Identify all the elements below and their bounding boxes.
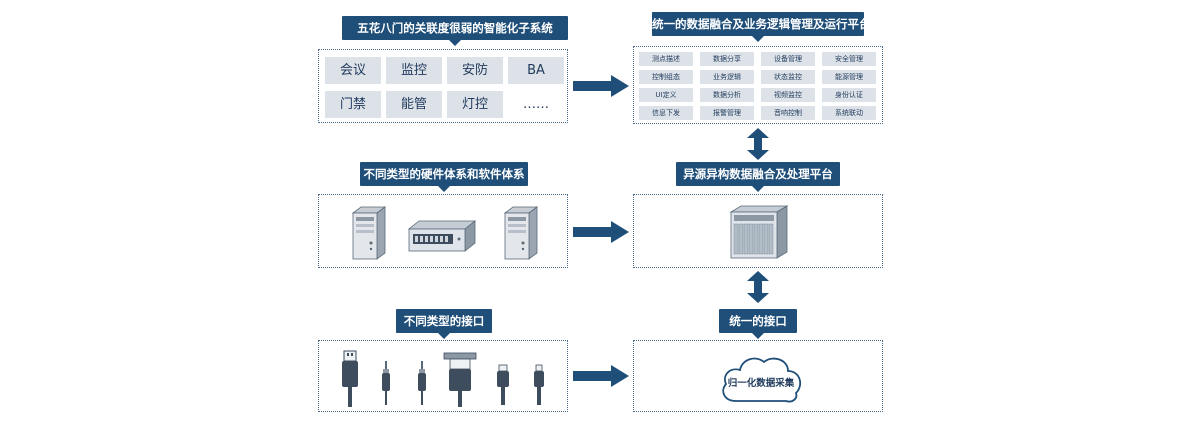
subsystems-panel: 会议 监控 安防 BA 门禁 能管 灯控 …… bbox=[318, 49, 568, 123]
title-subsystems: 五花八门的关联度很弱的智能化子系统 bbox=[342, 16, 568, 46]
vga-connector-icon bbox=[443, 352, 477, 407]
module-video-monitor: 视频监控 bbox=[761, 88, 815, 102]
module-alarm-mgmt: 报警管理 bbox=[700, 106, 754, 120]
arrow-right-icon bbox=[573, 75, 629, 97]
tile-ba: BA bbox=[508, 57, 564, 84]
module-identity-auth: 身份认证 bbox=[822, 88, 876, 102]
tower-server-icon bbox=[351, 206, 387, 260]
arrow-right-icon bbox=[573, 365, 629, 387]
double-arrow-vertical-icon bbox=[747, 128, 769, 160]
tile-ellipsis: …… bbox=[523, 97, 549, 112]
module-business-logic: 业务逻辑 bbox=[700, 70, 754, 84]
hardware-panel bbox=[318, 194, 568, 268]
micro-usb-connector-icon bbox=[534, 364, 544, 405]
module-status-monitor: 状态监控 bbox=[761, 70, 815, 84]
module-control-config: 控制组态 bbox=[639, 70, 693, 84]
tile-access-control: 门禁 bbox=[325, 91, 381, 118]
module-data-analysis: 数据分析 bbox=[700, 88, 754, 102]
module-info-dispatch: 信息下发 bbox=[639, 106, 693, 120]
interfaces-panel bbox=[318, 340, 568, 412]
arrow-right-icon bbox=[573, 221, 629, 243]
module-energy-mgmt: 能源管理 bbox=[822, 70, 876, 84]
module-device-mgmt: 设备管理 bbox=[761, 52, 815, 66]
blade-server-icon bbox=[729, 205, 789, 259]
tile-monitoring: 监控 bbox=[386, 57, 442, 84]
audio-jack-icon bbox=[418, 361, 426, 405]
mini-usb-connector-icon bbox=[497, 364, 509, 405]
tile-energy: 能管 bbox=[386, 91, 442, 118]
tile-security: 安防 bbox=[447, 57, 503, 84]
module-audio-control: 音响控制 bbox=[761, 106, 815, 120]
cloud-label: 归一化数据采集 bbox=[727, 378, 795, 389]
double-arrow-vertical-icon bbox=[747, 271, 769, 303]
usb-connector-icon bbox=[342, 350, 358, 407]
platform-panel: 测点描述 数据分享 设备管理 安全管理 控制组态 业务逻辑 状态监控 能源管理 … bbox=[633, 46, 883, 124]
title-various-interfaces: 不同类型的接口 bbox=[396, 309, 492, 339]
audio-jack-icon bbox=[382, 361, 390, 405]
title-unified-platform: 统一的数据融合及业务逻辑管理及运行平台 bbox=[652, 12, 871, 42]
tile-meeting: 会议 bbox=[325, 57, 381, 84]
module-system-linkage: 系统联动 bbox=[822, 106, 876, 120]
cloud-icon bbox=[722, 357, 802, 403]
title-unified-interface: 统一的接口 bbox=[719, 309, 797, 339]
title-heterogeneous-platform: 异源异构数据融合及处理平台 bbox=[676, 162, 840, 192]
tile-lighting: 灯控 bbox=[447, 91, 503, 118]
unified-interface-panel: 归一化数据采集 bbox=[633, 340, 883, 412]
module-safety-mgmt: 安全管理 bbox=[822, 52, 876, 66]
module-point-desc: 测点描述 bbox=[639, 52, 693, 66]
module-ui-define: UI定义 bbox=[639, 88, 693, 102]
title-hardware-software: 不同类型的硬件体系和软件体系 bbox=[360, 162, 528, 192]
fusion-panel bbox=[633, 194, 883, 268]
module-data-share: 数据分享 bbox=[700, 52, 754, 66]
tower-server-icon bbox=[503, 206, 539, 260]
rack-switch-icon bbox=[407, 220, 477, 252]
